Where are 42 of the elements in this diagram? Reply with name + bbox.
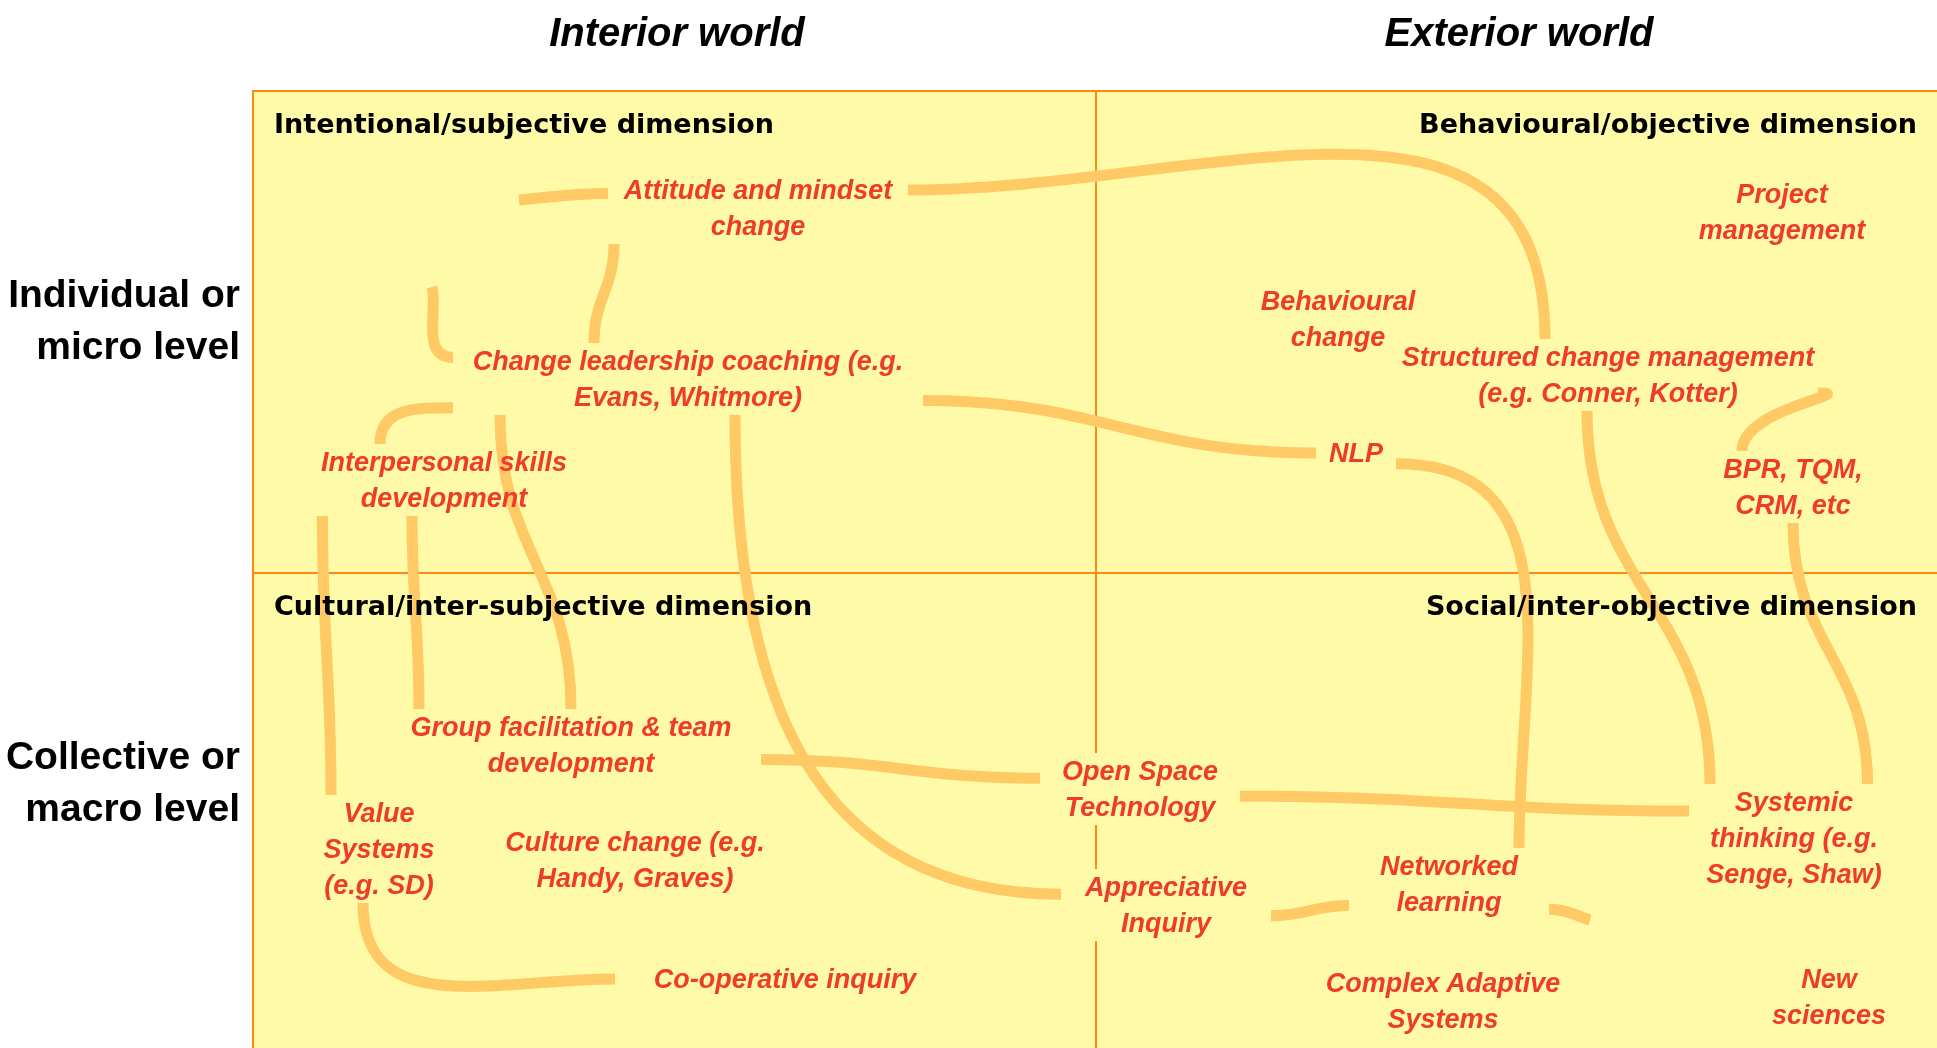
approach-label: Interpersonal skills development [284,444,604,516]
connector-curve [406,515,425,710]
approach-label: Co-operative inquiry [615,961,955,997]
approach-label: Attitude and mindset change [608,172,908,244]
row-heading: Individual or micro level [7,271,240,369]
connector-curve [907,148,1551,340]
connector-curve [1395,458,1534,849]
approach-label: Networked learning [1349,848,1549,920]
approach-label: New sciences [1770,963,1888,1032]
connector-curve [1581,410,1716,785]
approach-label: Systemic thinking (e.g. Senge, Shaw) [1689,784,1899,892]
connector-curve [1548,903,1592,926]
connector-curve [1239,790,1690,817]
quadrant-panel [1095,90,1937,572]
approach-label: Culture change (e.g. Handy, Graves) [504,826,766,895]
approach-label: Group facilitation & team development [381,709,761,781]
approach-label: NLP [1316,435,1396,471]
approach-label: Value Systems (e.g. SD) [299,795,459,903]
row-heading: Collective or macro level [4,733,240,831]
connector-curve [374,402,453,445]
connector-curve [1787,522,1873,785]
connector-curve [357,902,616,992]
connector-curve [494,414,577,710]
connector-curve [729,414,1062,900]
approach-label: Change leadership coaching (e.g. Evans, Whitmore) [453,343,923,415]
approach-label: Complex Adaptive Systems [1324,967,1562,1036]
approach-label: Project management [1697,178,1867,247]
connector-curve [760,753,1041,784]
connector-curve [922,395,1317,459]
quadrant-heading: Intentional/subjective dimension [274,108,774,139]
quadrant-heading: Social/inter-objective dimension [1425,590,1917,621]
quadrant-heading: Behavioural/objective dimension [1419,108,1917,139]
connector-curve [1270,900,1350,922]
connector-curve [316,515,337,796]
column-heading: Exterior world [1383,9,1655,56]
connector-curve [588,243,620,344]
connector-curve [426,285,454,363]
quadrant-panel [252,90,1095,572]
approach-label: BPR, TQM, CRM, etc [1708,451,1878,523]
quadrant-heading: Cultural/inter-subjective dimension [274,590,813,621]
connector-curve [518,188,609,206]
column-heading: Interior world [548,9,807,56]
